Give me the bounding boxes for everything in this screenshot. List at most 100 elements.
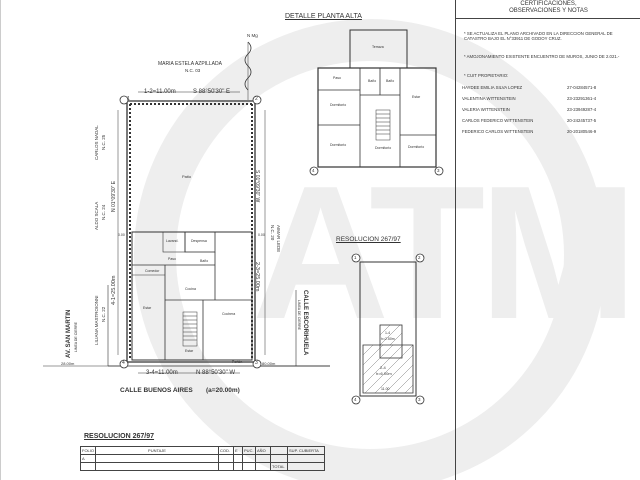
res-dim1: 1-4: [385, 331, 391, 335]
detalle-dormitorio2: Dormitorio: [330, 143, 347, 147]
dist-right: 80.00m: [262, 361, 276, 366]
res-corner-4: 4: [354, 397, 357, 402]
room-despensa: Despensa: [191, 239, 207, 243]
dim-bottom: 3-4=11.00m: [146, 370, 178, 376]
main-lot: [43, 41, 330, 374]
table-cell: [218, 454, 235, 463]
table-cell: [95, 454, 220, 463]
res-corner-2: 2: [418, 255, 421, 260]
detalle-paso: Paso: [333, 76, 341, 80]
detalle-corner-4: 4: [312, 168, 315, 173]
detalle-title: DETALLE PLANTA ALTA: [285, 13, 362, 20]
table-cell: PUNTAJE: [95, 446, 220, 455]
cuit-header: * CUIT PROPIETARIO:: [464, 73, 509, 78]
street-left: AV. SAN MARTIN: [66, 309, 72, 358]
detalle-corner-3: 3: [437, 168, 440, 173]
owner-cuit: 20-20180546-9: [567, 129, 597, 134]
table-cell: FOLIO: [79, 446, 97, 455]
owner-name: CARLOS FEDERICO WITTENSTEIN: [462, 118, 534, 123]
bearing-right: S 01°09'30" W: [254, 170, 260, 203]
street-bottom: CALLE BUENOS AIRES: [120, 387, 193, 394]
neighbor-top: MARIA ESTELA AZPILLADA: [158, 61, 222, 67]
corner-markers: [119, 95, 262, 369]
table-cell: [233, 454, 244, 463]
table-cell: [255, 462, 272, 471]
table-cell: [79, 462, 97, 471]
detalle-estar: Estar: [412, 95, 421, 99]
resolucion-corners: [351, 253, 425, 405]
table-cell: [287, 462, 326, 471]
table-cell: [218, 462, 235, 471]
north-label: N Mg: [247, 33, 258, 38]
room-lavand: Lavand.: [166, 239, 179, 243]
room-cocina: Cocina: [185, 287, 196, 291]
table-cell: [255, 454, 272, 463]
room-paso: Paso: [168, 257, 176, 261]
table-cell: [270, 454, 289, 463]
owner-cuit: 23-23949287-4: [567, 107, 597, 112]
bearing-top: S 88°50'30" E: [193, 89, 231, 95]
watermark-text: ATM: [252, 147, 631, 359]
corner-4: 4: [122, 360, 125, 366]
detalle-bano1: Baño: [368, 79, 377, 83]
detalle-planta-alta: [317, 29, 437, 168]
table-cell: SUP. CUBIERTA: [287, 446, 326, 455]
neighbor-left1-nc: N.C. 25: [101, 134, 106, 150]
res-corner-1: 1: [354, 255, 357, 260]
notes-panel: CERTIFICACIONES, OBSERVACIONES Y NOTAS *…: [455, 0, 640, 480]
table-cell: [270, 446, 289, 455]
res-dim2b: h=6.00m: [376, 371, 392, 376]
table-cell: [242, 454, 257, 463]
room-patio: Patio: [182, 174, 192, 179]
table-cell: E: [233, 446, 244, 455]
res-corner-3: 3: [418, 397, 421, 402]
table-cell: PUC.: [242, 446, 257, 455]
notes-divider: [456, 18, 640, 19]
neighbor-left3: LILIANA MASTROIONNI: [94, 295, 99, 345]
room-bano: Baño: [200, 259, 209, 263]
table-cell: [95, 462, 220, 471]
neighbor-right: AIMAR LEDE: [276, 225, 281, 253]
room-porton: Portón: [232, 360, 243, 364]
table-row: FOLIO PUNTAJE COD. E PUC. AÑO SUP. CUBIE…: [79, 446, 326, 455]
room-comedor: Comedor: [145, 269, 160, 273]
corner-1: 1: [127, 96, 130, 102]
res-dim2: 2-4: [380, 365, 386, 370]
room-estar: Estar: [143, 306, 152, 310]
corner-3: 3: [255, 360, 258, 366]
table-cell: [233, 462, 244, 471]
owner-name: FEDERICO CARLOS WITTENSTEIN: [462, 129, 534, 134]
note-1: * SE ACTUALIZA EL PLANO ARCHIVADO EN LA …: [464, 31, 613, 42]
neighbor-left3-nc: N.C. 22: [101, 306, 106, 322]
dim-left: 4-1=25.00m: [111, 275, 117, 305]
notes-title-line1: CERTIFICACIONES,: [520, 1, 577, 7]
owner-name: VALENTINA WITTENSTEIN: [462, 96, 516, 101]
owner-cuit: 23-23291361-4: [567, 96, 597, 101]
neighbor-left1: CARLOS NADAL: [94, 125, 99, 160]
table-row: TOTAL: [79, 462, 326, 471]
resolucion-diagram: [359, 261, 417, 397]
note-2: * AMOJONAMIENTO EXISTENTE ENCUENTRO DE M…: [464, 54, 620, 59]
street-right-sub: LINEA DE CIERRE: [297, 300, 301, 330]
corner-2: 2: [255, 96, 258, 102]
table-cell: TOTAL: [270, 462, 289, 471]
watermark: [134, 19, 606, 480]
street-left-sub: LINEA DE CIERRE: [74, 322, 78, 352]
owner-cuit: 20-24245737-5: [567, 118, 597, 123]
res-dim3: 11.00: [381, 387, 390, 391]
dim-top: 1-2=11.00m: [144, 89, 176, 95]
detalle-corners: [309, 166, 444, 176]
resolucion-mid-title: RESOLUCION 267/97: [336, 236, 401, 243]
bearing-left: N 01°09'30" E: [111, 180, 117, 212]
owner-name: HAYDEE EMILIA SILVA LOPEZ: [462, 85, 523, 90]
table-cell: [287, 454, 326, 463]
dim-right: 2-3=25.00m: [254, 262, 260, 292]
res-dim1b: h=2.50m: [381, 337, 395, 341]
room-estar2: Estar: [185, 349, 194, 353]
resolucion-table: FOLIO PUNTAJE COD. E PUC. AÑO SUP. CUBIE…: [79, 446, 326, 471]
dist-left: 28.00m: [61, 361, 75, 366]
detalle-dormitorio4: Dormitorio: [408, 145, 425, 149]
street-width: (a=20.00m): [206, 387, 240, 394]
notes-title-line2: OBSERVACIONES Y NOTAS: [509, 8, 588, 14]
